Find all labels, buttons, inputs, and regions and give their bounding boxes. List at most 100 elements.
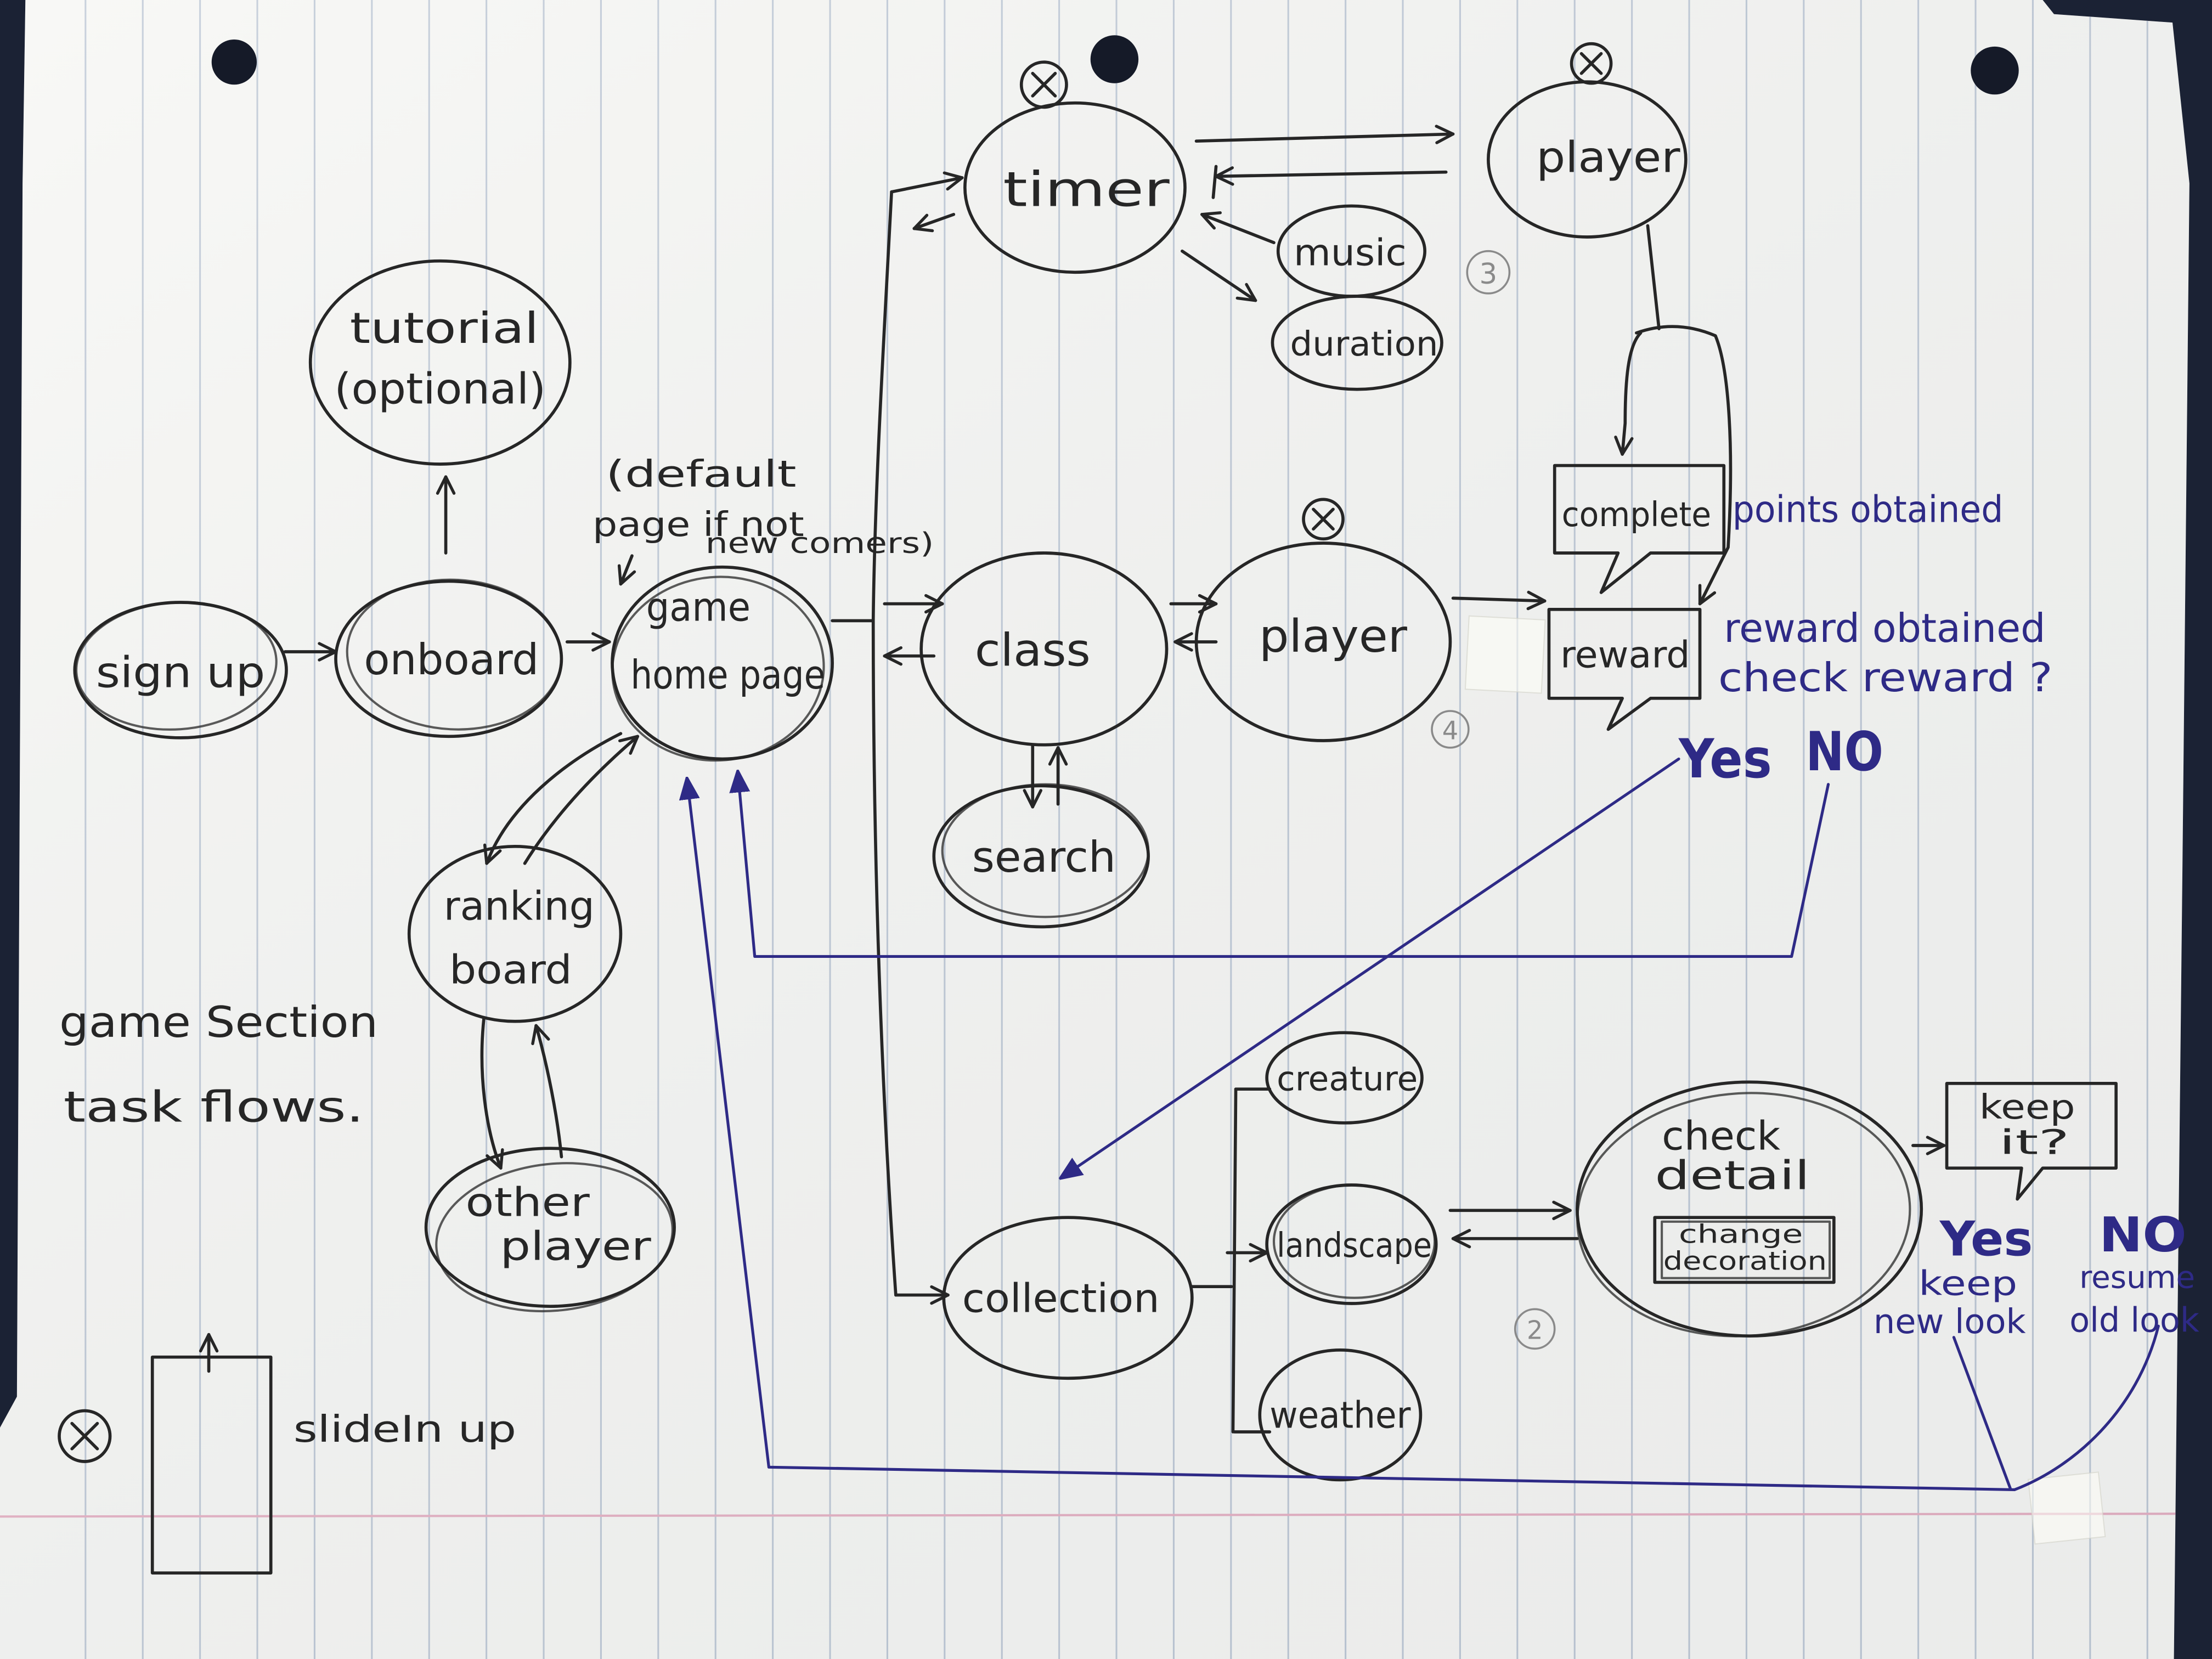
node-label: check <box>1662 1113 1780 1159</box>
step-marker-2: 2 <box>1514 1308 1556 1350</box>
node-duration: duration <box>1271 295 1443 391</box>
arrow-no-home <box>738 772 1830 958</box>
step-marker-3: 3 <box>1466 250 1511 295</box>
node-label: creature <box>1277 1059 1418 1099</box>
node-game-home-page: game home page <box>611 565 834 762</box>
circle-x-icon <box>58 1409 112 1463</box>
circle-x-icon <box>1019 60 1068 109</box>
circle-x-icon <box>1302 498 1345 541</box>
node-label: collection <box>962 1275 1160 1321</box>
answer-no: NO <box>1805 721 1883 783</box>
diagram-title-line-2: task flows. <box>64 1082 364 1132</box>
bubble-keep-it: keep it? <box>1945 1082 2118 1201</box>
arrow-yes-collection <box>1061 757 1680 1178</box>
bubble-label: reward <box>1560 633 1690 676</box>
arrow-ranking-home <box>523 735 640 865</box>
node-other-player: other player <box>424 1147 676 1313</box>
bubble-label: it? <box>1999 1122 2070 1162</box>
node-label: game <box>646 584 751 630</box>
arrow-music-timer <box>1200 211 1276 245</box>
node-ranking-board: ranking board <box>407 845 623 1023</box>
arrow-loop-reward <box>1635 325 1733 606</box>
node-label: other <box>466 1180 590 1226</box>
node-label: landscape <box>1277 1226 1432 1265</box>
arrow-ranking-other <box>480 1017 504 1170</box>
annotation-keep-new-look: keep <box>1918 1264 2017 1304</box>
node-class: class <box>919 551 1169 747</box>
node-label: sign up <box>96 648 266 697</box>
node-label: tutorial <box>350 304 539 353</box>
answer-yes: Yes <box>1678 728 1772 791</box>
line-vertical-trunk <box>871 190 898 1297</box>
node-label: music <box>1294 231 1407 274</box>
step-marker-label: 3 <box>1479 258 1497 291</box>
bracket-mark <box>1211 165 1218 199</box>
step-marker-label: 4 <box>1442 715 1458 745</box>
annotation-resume-old-look: old look <box>2069 1300 2199 1340</box>
node-label: board <box>449 946 572 992</box>
arrow-other-ranking <box>531 1024 563 1159</box>
annotation-reward-obtained: reward obtained <box>1724 605 2045 651</box>
annotation-points-obtained: points obtained <box>1733 488 2004 531</box>
legend: slideIn up <box>58 1333 516 1575</box>
node-label: (optional) <box>334 364 546 414</box>
node-label: home page <box>630 652 825 698</box>
node-tutorial: tutorial (optional) <box>308 259 572 466</box>
note-line: (default <box>606 453 796 495</box>
node-label: player <box>1536 133 1680 183</box>
tape-piece <box>1464 615 1546 694</box>
arrow-player-reward <box>1451 590 1547 611</box>
step-marker-4: 4 <box>1431 710 1470 749</box>
node-label: search <box>972 833 1116 882</box>
node-label: player <box>500 1223 652 1269</box>
legend-label: slideIn up <box>294 1408 516 1451</box>
line-branch-vertical <box>1231 1087 1238 1434</box>
node-label: weather <box>1269 1393 1411 1436</box>
arrow-return-home <box>687 778 2016 1491</box>
arrow-loop-complete <box>1614 331 1643 456</box>
arrow-player-timer <box>1214 166 1448 186</box>
flow-arrows <box>283 125 1946 1434</box>
line-keep-return <box>1952 1336 2012 1490</box>
arrow-timer-duration <box>1181 249 1257 302</box>
punch-hole <box>1971 46 2019 95</box>
bubble-reward: reward <box>1547 608 1702 731</box>
bubble-label: keep <box>1979 1087 2075 1127</box>
line-resume-return <box>2013 1324 2160 1491</box>
note-line: page if not <box>592 505 804 544</box>
bubble-label: complete <box>1562 495 1712 534</box>
node-label: onboard <box>364 635 539 685</box>
bubble-complete: complete <box>1553 464 1726 594</box>
punch-hole <box>211 40 257 85</box>
node-search: search <box>932 783 1150 929</box>
change-decoration-box: change decoration <box>1653 1216 1836 1284</box>
node-label: class <box>975 625 1091 677</box>
node-label: ranking <box>444 883 595 929</box>
arrow-trunk-timer <box>890 171 964 194</box>
decision-arrows <box>687 757 2160 1491</box>
annotation-resume-old-look: resume <box>2079 1260 2195 1296</box>
node-sign-up: sign up <box>73 601 288 740</box>
box-label: decoration <box>1663 1246 1827 1276</box>
punch-hole <box>1090 35 1139 83</box>
home-page-note: (default page if not new comers) <box>592 453 934 586</box>
note-pointer-arrow <box>617 554 636 586</box>
circle-x-icon <box>1570 42 1613 85</box>
annotation-check-reward: check reward ? <box>1718 654 2052 701</box>
answer-yes: Yes <box>1939 1211 2033 1267</box>
node-weather: weather <box>1258 1348 1423 1482</box>
node-label: detail <box>1655 1153 1810 1199</box>
step-marker-label: 2 <box>1527 1315 1543 1345</box>
node-label: timer <box>1003 161 1169 217</box>
arrow-timer-player <box>1194 125 1455 144</box>
diagram-title-line-1: game Section <box>59 998 378 1047</box>
node-label: duration <box>1290 324 1438 364</box>
box-label: change <box>1679 1219 1803 1249</box>
answer-no: NO <box>2099 1207 2186 1263</box>
node-timer: timer <box>963 101 1187 274</box>
node-music: music <box>1276 204 1426 298</box>
arrow-timer-trunk <box>912 213 956 233</box>
